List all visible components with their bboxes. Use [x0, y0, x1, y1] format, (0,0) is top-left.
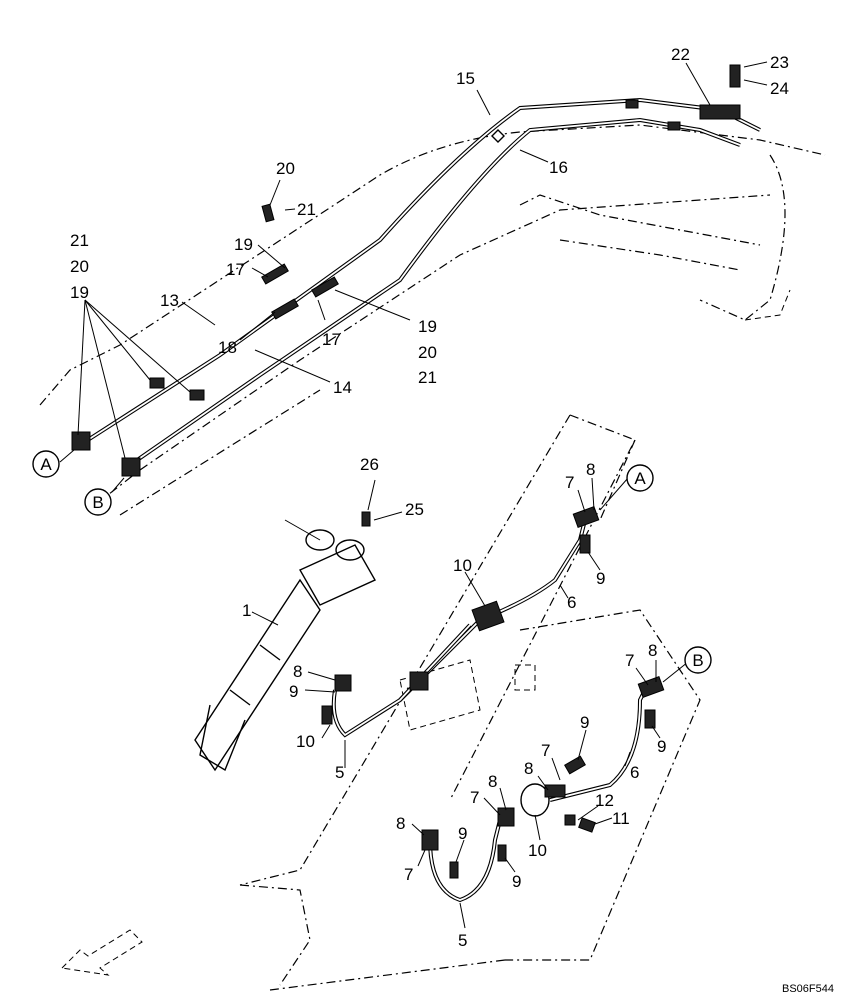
boom-hose-clamps: [71, 64, 741, 477]
callout-8-low: 8: [488, 772, 497, 791]
callout-16: 16: [549, 158, 568, 177]
callout-5-cyl: 5: [335, 763, 344, 782]
callout-10-low: 10: [528, 841, 547, 860]
callout-11: 11: [612, 809, 630, 828]
callout-7-low: 7: [470, 788, 479, 807]
callout-9-cyl: 9: [289, 682, 298, 701]
callout-7-left: 7: [404, 865, 413, 884]
callout-8-mid: 8: [524, 759, 533, 778]
callout-22: 22: [671, 45, 690, 64]
connector-label-b-left: B: [92, 493, 103, 512]
arm-outline: [239, 414, 701, 991]
callout-9-right: 9: [657, 737, 666, 756]
callout-17-upper: 17: [226, 260, 245, 279]
callout-21-upper: 21: [297, 200, 316, 219]
boom-cylinder-1: [194, 511, 376, 772]
boom-hose-13-14-15-16: [78, 97, 761, 467]
connector-a-right: A: [626, 464, 654, 492]
callout-1: 1: [242, 601, 251, 620]
callout-20-right: 20: [418, 343, 437, 362]
callout-24: 24: [770, 79, 789, 98]
callout-19-upper: 19: [234, 235, 253, 254]
callout-7-mid: 7: [541, 741, 550, 760]
callout-14: 14: [333, 378, 352, 397]
callout-20-left: 20: [70, 257, 89, 276]
figure-code: BS06F544: [782, 983, 834, 995]
callout-17-lower: 17: [322, 330, 341, 349]
callout-13: 13: [160, 291, 179, 310]
connector-label-a-left: A: [40, 455, 52, 474]
callout-21-right: 21: [418, 368, 437, 387]
callout-6-upper: 6: [567, 593, 576, 612]
callout-6-right: 6: [630, 763, 639, 782]
arm-leader-lines: [251, 477, 689, 929]
callout-9-mid: 9: [580, 713, 589, 732]
callout-19-left: 19: [70, 283, 89, 302]
boom-leader-lines: [59, 61, 768, 493]
callout-9-upper: 9: [596, 569, 605, 588]
connector-label-a-right: A: [634, 469, 646, 488]
callout-labels: 15 16 22 23 24 20 21 19 17 13 18 17 19 2…: [70, 45, 789, 950]
callout-9-left: 9: [458, 824, 467, 843]
callout-25: 25: [405, 500, 424, 519]
callout-7-right: 7: [625, 651, 634, 670]
callout-19-right: 19: [418, 317, 437, 336]
callout-8-upper: 8: [586, 460, 595, 479]
front-direction-arrow-icon: [60, 929, 143, 976]
callout-20-upper: 20: [276, 159, 295, 178]
callout-12: 12: [595, 791, 614, 810]
callout-8-left: 8: [396, 814, 405, 833]
arm-fittings: [321, 506, 665, 879]
callout-8-right: 8: [648, 641, 657, 660]
callout-9-low: 9: [512, 872, 521, 891]
callout-26: 26: [360, 455, 379, 474]
callout-7-upper: 7: [565, 473, 574, 492]
callout-18: 18: [218, 338, 237, 357]
callout-23: 23: [770, 53, 789, 72]
connector-label-b-right: B: [692, 651, 703, 670]
callout-15: 15: [456, 69, 475, 88]
callout-10-cyl: 10: [296, 732, 315, 751]
connector-b-left: B: [84, 488, 112, 516]
callout-8-cyl: 8: [293, 662, 302, 681]
callout-5-low: 5: [458, 931, 467, 950]
callout-10-upper: 10: [453, 556, 472, 575]
connector-b-right: B: [684, 646, 712, 674]
connector-a-left: A: [32, 450, 60, 478]
callout-21-left: 21: [70, 231, 89, 250]
